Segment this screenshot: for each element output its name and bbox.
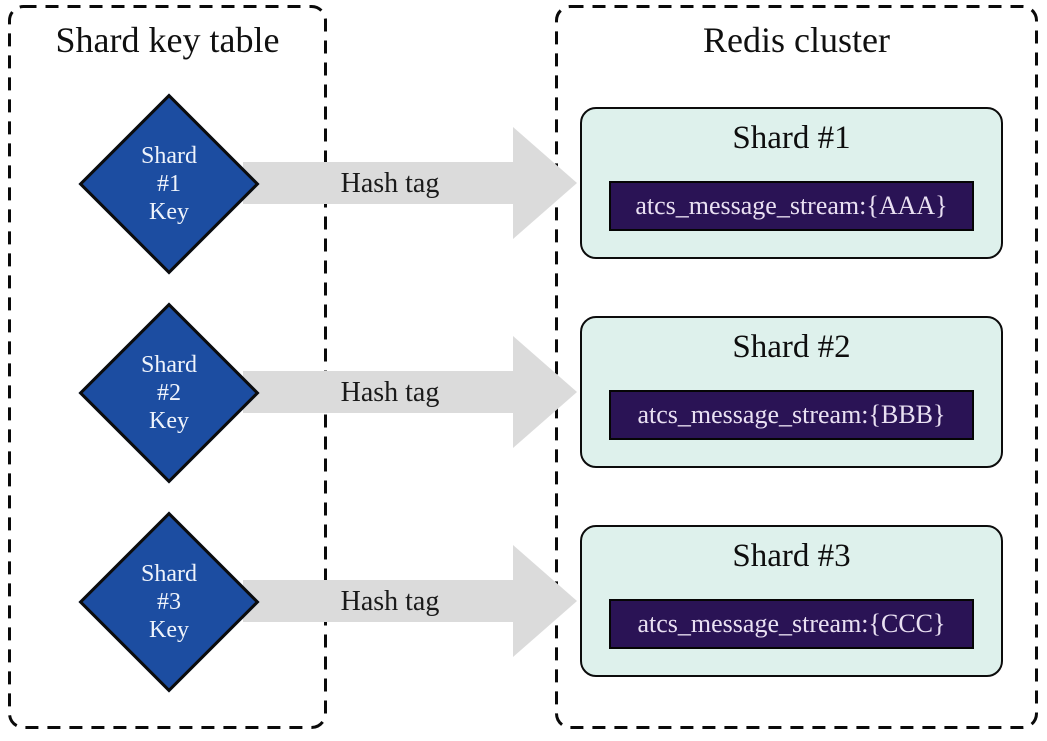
shard-box: Shard #2 atcs_message_stream:{BBB} xyxy=(580,316,1003,468)
shard-box-title: Shard #2 xyxy=(732,329,851,365)
shard-box: Shard #1 atcs_message_stream:{AAA} xyxy=(580,107,1003,259)
dashed-border xyxy=(8,5,327,729)
hash-tag-arrow-head xyxy=(513,545,577,657)
left-panel-title: Shard key table xyxy=(55,20,280,60)
shard-box-title: Shard #3 xyxy=(732,538,851,574)
shard-key-label-line: Shard xyxy=(141,143,197,169)
shard-key-table-panel: Shard key table xyxy=(8,5,327,729)
hash-tag-arrow-head xyxy=(513,127,577,239)
hash-tag-label: Hash tag xyxy=(340,377,440,408)
shard-key-label-line: Shard xyxy=(141,561,197,587)
shard-row: Hash tag Shard #1 Key Shard #1 atcs_mess… xyxy=(0,78,1047,288)
shard-row: Hash tag Shard #3 Key Shard #3 atcs_mess… xyxy=(0,496,1047,706)
shard-key-label-line: Key xyxy=(149,617,189,643)
shard-key-label: Shard #1 Key xyxy=(108,123,230,245)
shard-key-label-line: Key xyxy=(149,408,189,434)
hash-tag-label: Hash tag xyxy=(340,168,440,199)
hash-tag-arrow-shaft xyxy=(243,371,513,413)
stream-key-text: atcs_message_stream:{AAA} xyxy=(635,191,948,220)
hash-tag-arrow-shaft xyxy=(243,580,513,622)
shard-key-label-line: #3 xyxy=(157,589,181,615)
shard-key-label-line: #1 xyxy=(157,171,181,197)
shard-key-label-line: Shard xyxy=(141,352,197,378)
right-panel-title: Redis cluster xyxy=(703,20,890,60)
shard-key-diamond: Shard #1 Key xyxy=(78,93,260,275)
shard-row: Hash tag Shard #2 Key Shard #2 atcs_mess… xyxy=(0,287,1047,497)
shard-key-diamond: Shard #3 Key xyxy=(78,511,260,693)
shard-key-label: Shard #2 Key xyxy=(108,332,230,454)
shard-key-label-line: #2 xyxy=(157,380,181,406)
stream-key-box: atcs_message_stream:{AAA} xyxy=(609,181,974,231)
shard-box-title: Shard #1 xyxy=(732,120,851,156)
stream-key-text: atcs_message_stream:{CCC} xyxy=(637,609,946,638)
shard-key-label-line: Key xyxy=(149,199,189,225)
shard-key-diamond: Shard #2 Key xyxy=(78,302,260,484)
stream-key-text: atcs_message_stream:{BBB} xyxy=(637,400,946,429)
stream-key-box: atcs_message_stream:{BBB} xyxy=(609,390,974,440)
hash-tag-arrow-head xyxy=(513,336,577,448)
shard-box: Shard #3 atcs_message_stream:{CCC} xyxy=(580,525,1003,677)
hash-tag-arrow-shaft xyxy=(243,162,513,204)
shard-key-label: Shard #3 Key xyxy=(108,541,230,663)
stream-key-box: atcs_message_stream:{CCC} xyxy=(609,599,974,649)
hash-tag-label: Hash tag xyxy=(340,586,440,617)
